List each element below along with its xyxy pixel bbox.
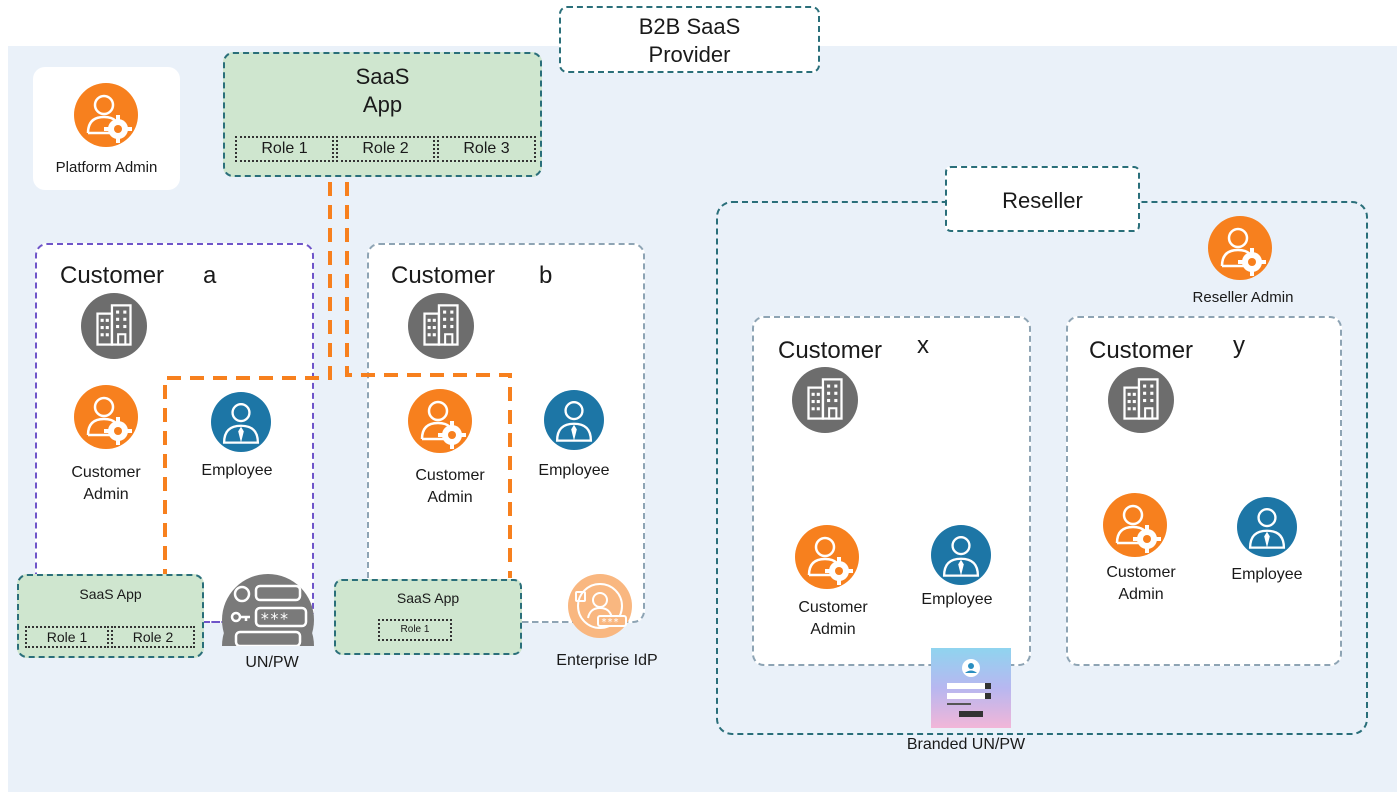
reseller-title-box: Reseller [945,166,1140,232]
employee-icon [931,525,991,585]
customer-x-employee: Employee [921,591,993,608]
admin-gear-icon [1208,216,1272,280]
customer-b-admin-line1: Customer [415,467,485,484]
provider-line1: B2B SaaS [638,14,741,39]
customer-a-auth-label: UN/PW [245,654,299,671]
provider-box: B2B SaaS Provider [559,6,820,73]
building-icon [1108,367,1174,433]
saas-app-line2: App [362,92,403,117]
role-2: Role 2 [111,626,195,648]
customer-b-auth-label: Enterprise IdP [556,652,658,669]
customer-x-title: Customer [778,337,883,364]
connector-customer-a [163,182,332,578]
customer-y-letter: y [1233,332,1245,359]
platform-admin-label: Platform Admin [55,159,158,176]
customer-b-employee: Employee [538,462,610,479]
svg-text:***: *** [601,617,619,628]
saas-app-main: SaaS App Role 1 Role 2 Role 3 [223,52,542,177]
customer-a-admin-line2: Admin [83,486,129,503]
customer-a-app-title: SaaS App [79,586,142,602]
password-login-icon: *** [222,574,314,646]
admin-gear-icon [1103,493,1167,557]
customer-y-box [1066,316,1342,666]
connector-customer-b [345,182,512,578]
admin-gear-icon [795,525,859,589]
customer-a-letter: a [203,262,217,289]
customer-x-admin-line2: Admin [810,621,856,638]
reseller-title: Reseller [1002,188,1083,213]
role-2: Role 2 [336,136,435,162]
customer-b-saas-app: SaaS App Role 1 [334,579,522,655]
branded-login-screen-icon [931,648,1011,728]
customer-x-letter: x [917,332,929,359]
customer-x-box [752,316,1031,666]
employee-icon [1237,497,1297,557]
enterprise-idp-icon: *** [568,574,632,638]
role-1: Role 1 [235,136,334,162]
customer-x-admin-line1: Customer [798,599,868,616]
customer-b-app-title: SaaS App [396,590,460,606]
customer-y-admin-line2: Admin [1118,586,1164,603]
platform-admin-card: Platform Admin [33,67,180,190]
role-3: Role 3 [437,136,536,162]
customer-y-employee: Employee [1231,566,1303,583]
customer-b-letter: b [539,262,553,289]
customer-y-title: Customer [1089,337,1194,364]
building-icon [792,367,858,433]
customer-b-admin-line2: Admin [427,489,473,506]
role-1: Role 1 [25,626,109,648]
customer-a-employee: Employee [201,462,273,479]
reseller-admin-label: Reseller Admin [1192,289,1294,306]
customer-a-saas-app: SaaS App Role 1 Role 2 [17,574,204,658]
customer-a-title: Customer [60,262,165,289]
svg-text:***: *** [260,609,289,628]
role-1: Role 1 [378,619,452,641]
saas-app-line1: SaaS [355,64,410,89]
provider-line2: Provider [648,42,731,67]
customer-a-admin-line1: Customer [71,464,141,481]
customer-y-admin-line1: Customer [1106,564,1176,581]
customer-b-title: Customer [391,262,496,289]
reseller-auth-label: Branded UN/PW [906,736,1026,753]
